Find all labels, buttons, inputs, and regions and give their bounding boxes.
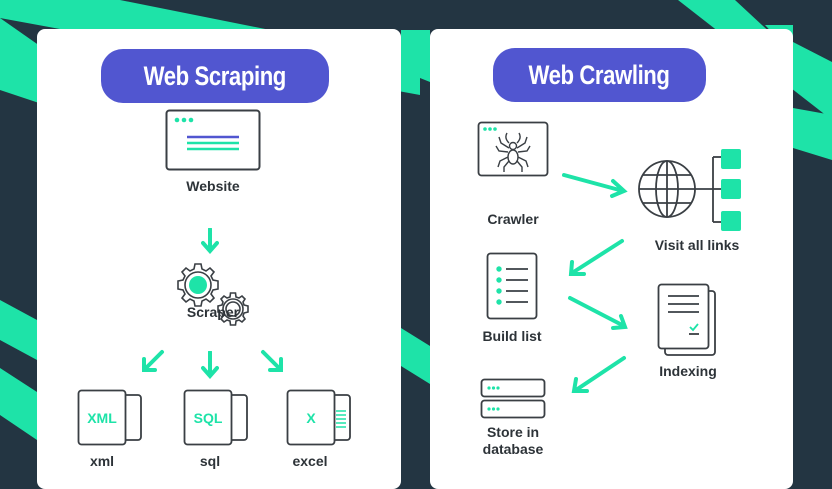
list-document-icon — [486, 252, 540, 320]
store-in-database-label: Store in database — [482, 424, 544, 457]
excel-file-icon: X — [286, 389, 356, 447]
website-label: Website — [186, 178, 240, 194]
crawler-label: Crawler — [487, 211, 539, 227]
arrow-down-icon — [201, 351, 219, 379]
indexing-label: Indexing — [659, 363, 717, 379]
arrow-down-left-icon — [568, 355, 628, 395]
web-scraping-card: Web Scraping Website — [37, 29, 401, 489]
web-crawling-title: Web Crawling — [493, 48, 706, 102]
build-list-label: Build list — [482, 328, 542, 344]
indexed-documents-icon — [657, 283, 719, 357]
svg-text:XML: XML — [87, 410, 117, 426]
arrow-down-left-icon — [140, 349, 166, 375]
svg-text:SQL: SQL — [194, 410, 223, 426]
gears-icon — [174, 261, 254, 329]
svg-text:X: X — [306, 410, 316, 426]
web-scraping-title: Web Scraping — [101, 49, 329, 103]
browser-window-icon — [165, 109, 261, 171]
visit-all-links-label: Visit all links — [654, 237, 740, 253]
scraper-label: Scraper — [186, 304, 240, 320]
arrow-down-right-icon — [259, 349, 285, 375]
arrow-down-left-icon — [566, 238, 626, 278]
spider-icon — [477, 121, 549, 177]
sql-file-icon: SQL — [183, 389, 253, 447]
web-crawling-card: Web Crawling Crawler — [430, 29, 793, 489]
excel-label: excel — [292, 453, 328, 469]
arrow-down-right-icon — [566, 294, 630, 334]
database-icon — [480, 378, 548, 420]
arrow-right-icon — [561, 171, 629, 199]
globe-links-icon — [635, 149, 773, 235]
arrow-down-icon — [201, 228, 219, 254]
xml-file-icon: XML — [77, 389, 147, 447]
sql-label: sql — [199, 453, 221, 469]
xml-label: xml — [89, 453, 115, 469]
